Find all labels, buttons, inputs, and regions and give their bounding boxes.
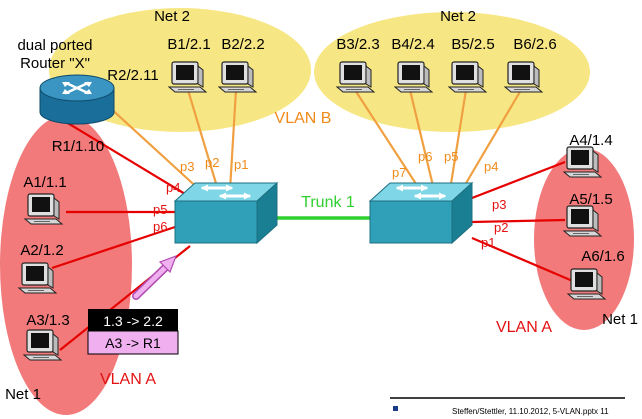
net2-right-label: Net 2 [440,8,476,25]
switch-left-icon [173,181,279,245]
net1-left-label: Net 1 [5,386,41,403]
host-a3-label: A3/1.3 [26,312,69,329]
host-b5-label: B5/2.5 [451,36,494,53]
vlan-a-right-label: VLAN A [496,319,552,336]
right-port-p2: p2 [494,220,508,235]
host-a5-label: A5/1.5 [569,191,612,208]
left-port-p1: p1 [234,157,248,172]
packet-top-label: 1.3 -> 2.2 [103,313,163,329]
packet-box: 1.3 -> 2.2 A3 -> R1 [87,309,179,355]
link-p1-a6 [471,236,576,284]
host-a2-label: A2/1.2 [20,242,63,259]
right-port-p5: p5 [444,149,458,164]
switch-right-icon [368,181,474,245]
host-b4-label: B4/2.4 [391,36,434,53]
left-port-p3: p3 [180,159,194,174]
vlan-a-zone-right [534,148,634,330]
net1-right-label: Net 1 [602,311,638,328]
host-b2-label: B2/2.2 [221,36,264,53]
links [51,89,576,351]
footer-text: Steffen/Stettler, 11.10.2012, 5-VLAN.ppt… [452,407,609,416]
link-b1-p2 [186,89,220,191]
host-a1-label: A1/1.1 [23,174,66,191]
footer-bullet-icon [393,406,398,411]
host-b6-label: B6/2.6 [513,36,556,53]
host-b3-label: B3/2.3 [336,36,379,53]
link-p2-a5 [471,218,566,224]
link-r1-p4 [65,121,191,198]
router-title-line1: dual ported [17,37,92,54]
link-b3-p7 [354,89,421,191]
link-a2-p6 [51,220,191,270]
packet-arrow-icon [132,254,178,300]
left-port-p4: p4 [166,180,180,195]
host-a4-label: A4/1.4 [569,132,612,149]
left-port-p2: p2 [205,155,219,170]
left-port-p5: p5 [153,202,167,217]
link-p3-a4 [471,160,566,200]
vlan-a-left-label: VLAN A [100,371,156,388]
right-port-p7: p7 [392,165,406,180]
right-port-p1: p1 [481,235,495,250]
link-b2-p1 [228,89,238,191]
vlan-b-label: VLAN B [275,110,332,127]
left-port-p6: p6 [153,219,167,234]
net2-left-label: Net 2 [154,8,190,25]
router-icon [39,74,115,125]
host-b1-label: B1/2.1 [167,36,210,53]
link-b5-p5 [448,89,468,191]
right-port-p6: p6 [418,149,432,164]
router-vlan-a-address: R1/1.10 [52,138,105,155]
link-r2-p3 [107,105,203,193]
router-vlan-b-address: R2/2.11 [107,67,158,84]
link-b4-p6 [408,89,436,191]
router-title-line2: Router "X" [20,55,90,72]
right-port-p3: p3 [492,197,506,212]
right-port-p4: p4 [484,159,498,174]
trunk-label: Trunk 1 [301,194,355,211]
packet-bottom-label: A3 -> R1 [105,335,161,351]
host-a6-label: A6/1.6 [581,248,624,265]
link-b6-p4 [461,89,522,191]
vlan-a-zone-left [0,115,132,415]
